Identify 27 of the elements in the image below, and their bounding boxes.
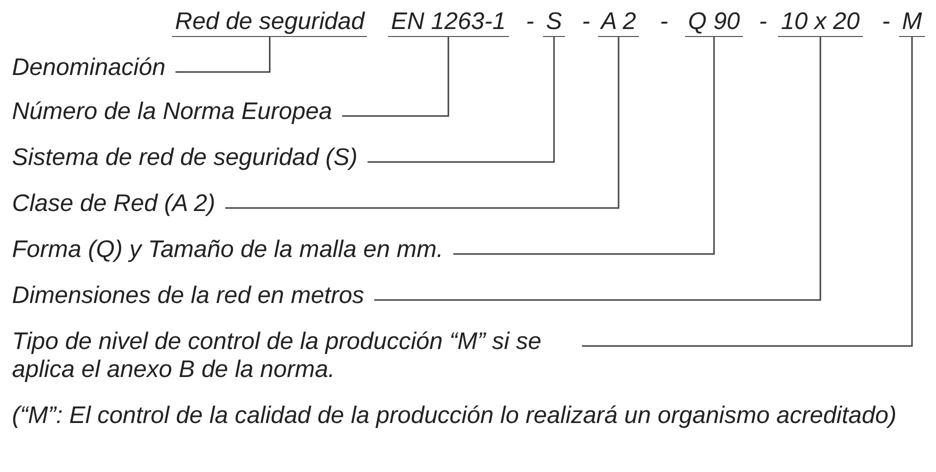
leader-line bbox=[225, 37, 620, 209]
description-text: Número de la Norma Europea bbox=[12, 98, 342, 126]
leader-line bbox=[374, 37, 822, 301]
separator-dash: - bbox=[759, 8, 767, 36]
leader-line bbox=[342, 37, 450, 117]
note-text: (“M”: El control de la calidad de la producción lo realizará un organismo acreditado) bbox=[12, 401, 898, 431]
leader-line bbox=[368, 37, 555, 163]
separator-dash: - bbox=[526, 8, 534, 36]
leader-line bbox=[582, 37, 913, 347]
designation-part: EN 1263-1 bbox=[388, 8, 509, 37]
separator-dash: - bbox=[660, 8, 668, 36]
designation-part: Q 90 bbox=[685, 8, 744, 37]
designation-part: M bbox=[899, 8, 925, 37]
designation-part: Red de seguridad bbox=[172, 8, 368, 37]
description-text: Clase de Red (A 2) bbox=[12, 190, 226, 218]
description-text: Denominación bbox=[12, 54, 176, 82]
leader-line bbox=[453, 37, 715, 255]
separator-dash: - bbox=[882, 8, 890, 36]
separator-dash: - bbox=[582, 8, 590, 36]
description-text: Tipo de nivel de control de la producción “M” si se aplica el anexo B de la norma. bbox=[12, 328, 582, 384]
leader-line bbox=[175, 37, 270, 73]
designation-part: A 2 bbox=[598, 8, 640, 37]
description-text: Sistema de red de seguridad (S) bbox=[12, 144, 368, 172]
description-text: Dimensiones de la red en metros bbox=[12, 282, 374, 310]
designation-part: 10 x 20 bbox=[778, 8, 863, 37]
designation-part: S bbox=[543, 8, 566, 37]
description-text: Forma (Q) y Tamaño de la malla en mm. bbox=[12, 236, 454, 264]
